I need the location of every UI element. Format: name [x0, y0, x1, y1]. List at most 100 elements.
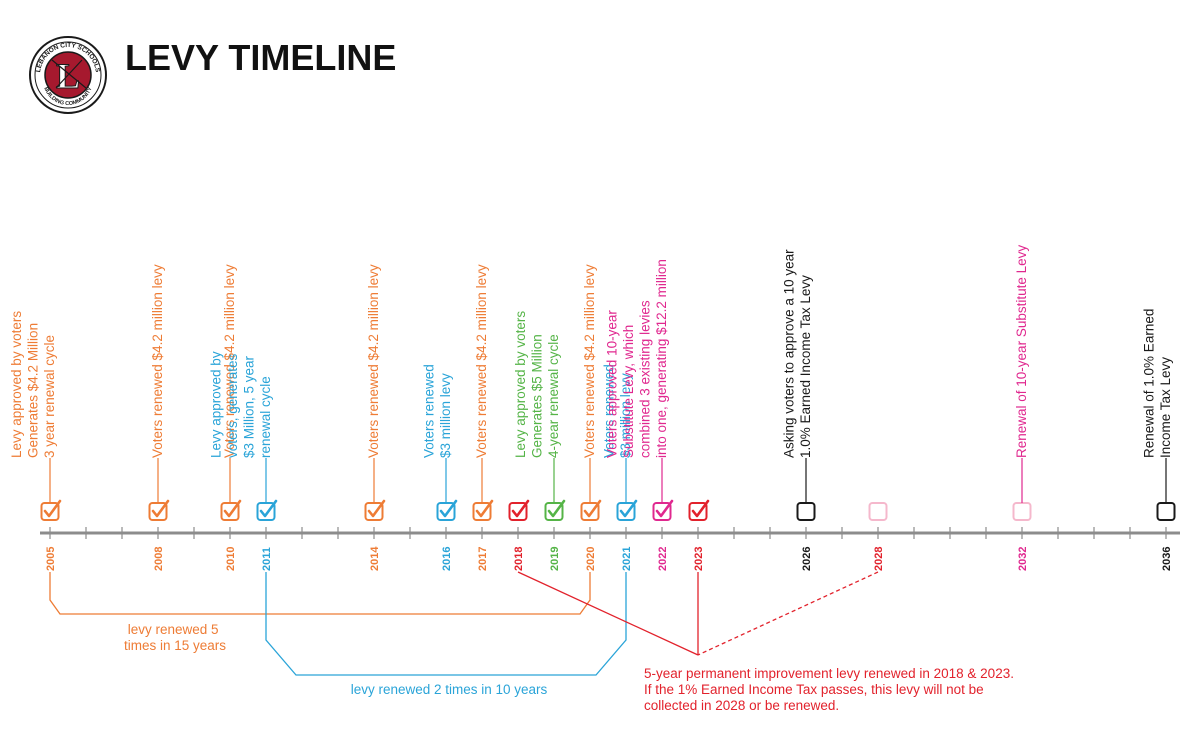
- event-label: Voters renewed $4.2 million levy: [366, 264, 381, 458]
- note-blue: levy renewed 2 times in 10 years: [351, 682, 548, 697]
- note-orange-line-2: times in 15 years: [124, 638, 226, 653]
- event-label: Voters renewed $4.2 million levy: [222, 264, 237, 458]
- year-label: 2028: [873, 547, 885, 571]
- checkmark-icon: [583, 499, 602, 518]
- school-logo: LEBANON CITY SCHOOLS BUILDING COMMUNITY …: [29, 36, 107, 114]
- event-label-line: Asking voters to approve a 10 year: [782, 249, 797, 458]
- event-label-line: $3 million levy: [438, 373, 453, 458]
- event-2016: 2016 Voters renewed$3 million levy: [422, 364, 458, 571]
- event-label-line: $3 Million, 5 year: [242, 355, 257, 458]
- note-red-line-1: 5-year permanent improvement levy renewe…: [644, 666, 1014, 681]
- event-2018: 2018: [508, 499, 530, 571]
- note-red-line-3: collected in 2028 or be renewed.: [644, 698, 839, 713]
- event-label-line: Voters renewed $4.2 million levy: [222, 264, 237, 458]
- event-label: Voters renewed $4.2 million levy: [474, 264, 489, 458]
- checkmark-icon: [439, 499, 458, 518]
- logo-letter: L: [56, 56, 80, 96]
- year-label: 2017: [477, 547, 489, 571]
- event-2028: 2028: [868, 502, 888, 571]
- event-label-line: Voters renewed $4.2 million levy: [150, 264, 165, 458]
- red-connector-2028: [697, 571, 879, 656]
- event-label: Voters renewed$3 million levy: [422, 364, 454, 458]
- checkmark-icon: [223, 499, 242, 518]
- event-label-line: Voters renewed $4.2 million levy: [474, 264, 489, 458]
- event-label-line: Levy approved by voters: [9, 311, 24, 458]
- note-orange: levy renewed 5 times in 15 years: [124, 622, 226, 653]
- year-label: 2005: [45, 547, 57, 571]
- red-connector-2018: [517, 571, 699, 656]
- event-2014: 2014 Voters renewed $4.2 million levy: [364, 264, 386, 571]
- event-2021: 2021 Voters renewed$3 million levy: [602, 364, 638, 571]
- event-2017: 2017 Voters renewed $4.2 million levy: [472, 264, 494, 571]
- checkmark-icon: [151, 499, 170, 518]
- note-blue-line-1: levy renewed 2 times in 10 years: [351, 682, 548, 697]
- year-label: 2026: [801, 547, 813, 571]
- year-label: 2016: [441, 547, 453, 571]
- blue-bracket: [265, 572, 627, 676]
- event-2008: 2008 Voters renewed $4.2 million levy: [148, 264, 170, 571]
- brackets: [49, 571, 879, 676]
- year-label: 2010: [225, 547, 237, 571]
- checkmark-icon: [619, 499, 638, 518]
- event-label-line: Levy approved by voters: [513, 311, 528, 458]
- orange-bracket: [49, 572, 591, 615]
- checkmark-icon: [547, 499, 566, 518]
- year-label: 2008: [153, 547, 165, 571]
- year-label: 2021: [621, 547, 633, 571]
- year-label: 2023: [693, 547, 705, 571]
- event-label-line: 4-year renewal cycle: [546, 334, 561, 458]
- year-label: 2020: [585, 547, 597, 571]
- checkmark-icon: [475, 499, 494, 518]
- event-label: Voters renewed$3 million levy: [602, 364, 634, 458]
- note-red: 5-year permanent improvement levy renewe…: [644, 666, 1018, 713]
- year-label: 2011: [261, 547, 273, 571]
- event-2010: 2010 Voters renewed $4.2 million levy: [220, 264, 242, 571]
- empty-box-icon: [796, 502, 816, 521]
- empty-box-icon: [868, 502, 888, 521]
- event-label: Voters renewed $4.2 million levy: [150, 264, 165, 458]
- event-label-line: Voters renewed $4.2 million levy: [366, 264, 381, 458]
- checkmark-icon: [259, 499, 278, 518]
- event-label-line: Generates $4.2 Million: [26, 323, 41, 458]
- year-label: 2036: [1161, 547, 1173, 571]
- page-title: LEVY TIMELINE: [125, 37, 396, 78]
- event-label-line: Voters renewed $4.2 million levy: [582, 264, 597, 458]
- event-label-line: Levy approved by: [209, 351, 224, 458]
- year-label: 2022: [657, 547, 669, 571]
- event-label-line: Voters renewed: [602, 364, 617, 458]
- event-label-line: Generates $5 Million: [530, 334, 545, 458]
- event-label: Voters renewed $4.2 million levy: [582, 264, 597, 458]
- event-label-line: Voters renewed: [422, 364, 437, 458]
- event-label-line: renewal cycle: [258, 376, 273, 458]
- note-orange-line-1: levy renewed 5: [128, 622, 219, 637]
- note-red-line-2: If the 1% Earned Income Tax passes, this…: [644, 682, 984, 697]
- event-label-line: Renewal of 10-year Substitute Levy: [1014, 245, 1029, 458]
- event-label-line: 3 year renewal cycle: [42, 335, 57, 458]
- year-label: 2014: [369, 546, 381, 571]
- empty-box-icon: [1012, 502, 1032, 521]
- event-label-line: voters, generates: [225, 353, 240, 458]
- checkmark-icon: [655, 499, 674, 518]
- event-label-line: into one, generating $12.2 million: [654, 259, 669, 458]
- event-2020: 2020 Voters renewed $4.2 million levy: [580, 264, 602, 571]
- checkmark-icon: [43, 499, 62, 518]
- checkmark-icon: [691, 499, 710, 518]
- event-label: Renewal of 10-year Substitute Levy: [1014, 245, 1029, 458]
- event-label-line: $3 million levy: [618, 373, 633, 458]
- checkmark-icon: [511, 499, 530, 518]
- event-label-line: combined 3 existing levies: [638, 300, 653, 458]
- event-label-line: Voters approved 10-year: [605, 310, 620, 458]
- event-label-line: Substitute Levy, which: [621, 325, 636, 458]
